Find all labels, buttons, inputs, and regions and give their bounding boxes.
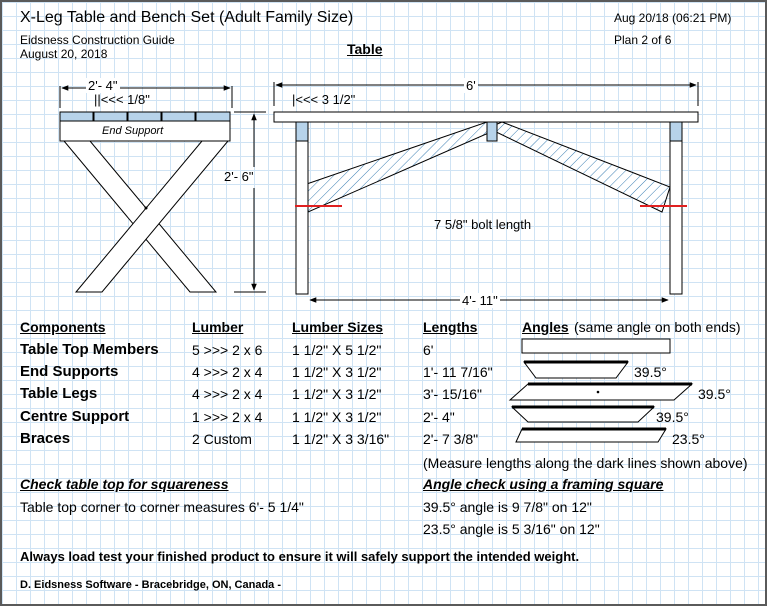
- end-support-label: End Support: [102, 125, 164, 137]
- left-leg: [295, 121, 309, 295]
- timestamp: Aug 20/18 (06:21 PM): [614, 11, 732, 25]
- row-angle: 39.5°: [698, 386, 731, 402]
- row-name: End Supports: [20, 363, 119, 380]
- row-angle: 39.5°: [656, 409, 689, 425]
- angles-note: (same angle on both ends): [574, 319, 741, 335]
- end-width-label: 2'- 4": [86, 78, 120, 93]
- framing-title: Angle check using a framing square: [423, 476, 664, 492]
- end-gap-label: ||<<< 1/8": [94, 92, 150, 107]
- row-size: 1 1/2" X 3 1/2": [292, 386, 382, 402]
- row-name: Braces: [20, 430, 71, 447]
- header-lumber-sizes: Lumber Sizes: [292, 319, 384, 335]
- angle-shape-table-leg: [508, 383, 694, 401]
- left-brace: [297, 121, 502, 213]
- centre-support-section: [486, 121, 498, 142]
- header-lengths: Lengths: [423, 319, 478, 335]
- row-angle: 39.5°: [634, 364, 667, 380]
- angle-shape-centre-support: [510, 406, 656, 423]
- squareness-title: Check table top for squareness: [20, 476, 229, 492]
- end-top-board: [127, 111, 162, 122]
- squareness-text: Table top corner to corner measures 6'- …: [20, 499, 304, 515]
- angle-shape-brace: [515, 428, 667, 443]
- row-lumber: 2 Custom: [192, 431, 252, 447]
- header-angles: Angles: [522, 319, 569, 335]
- header-lumber: Lumber: [192, 319, 244, 335]
- row-lumber: 1 >>> 2 x 4: [192, 409, 263, 425]
- row-length: 2'- 4": [423, 409, 455, 425]
- height-label: 2'- 6": [224, 169, 254, 184]
- end-top-board: [195, 111, 231, 122]
- plan-number: Plan 2 of 6: [614, 33, 672, 47]
- angle-shape-top-member: [521, 338, 671, 354]
- row-size: 1 1/2" X 3 3/16": [292, 431, 390, 447]
- row-size: 1 1/2" X 5 1/2": [292, 342, 382, 358]
- section-title: Table: [347, 41, 383, 57]
- row-length: 3'- 15/16": [423, 386, 483, 402]
- page-title: X-Leg Table and Bench Set (Adult Family …: [20, 9, 354, 26]
- row-name: Table Top Members: [20, 341, 159, 358]
- end-view: [59, 85, 266, 293]
- end-bolt-dot: [144, 206, 148, 210]
- framing-line-1: 39.5° angle is 9 7/8" on 12": [423, 499, 592, 515]
- row-lumber: 4 >>> 2 x 4: [192, 364, 263, 380]
- row-length: 1'- 11 7/16": [423, 364, 493, 380]
- angle-diagrams: [508, 338, 694, 443]
- end-top-board: [59, 111, 94, 122]
- top-length-label: 6': [464, 78, 478, 93]
- row-angle: 23.5°: [672, 431, 705, 447]
- leg-right-to-left: [74, 140, 230, 293]
- end-support-board: [59, 120, 231, 142]
- guide-name: Eidsness Construction Guide: [20, 33, 175, 47]
- leg-span-label: 4'- 11": [460, 293, 500, 308]
- row-lumber: 5 >>> 2 x 6: [192, 342, 263, 358]
- row-name: Centre Support: [20, 408, 130, 425]
- header-components: Components: [20, 319, 106, 335]
- measure-note: (Measure lengths along the dark lines sh…: [423, 455, 748, 471]
- row-size: 1 1/2" X 3 1/2": [292, 364, 382, 380]
- right-brace: [486, 121, 671, 213]
- side-view: [273, 82, 699, 303]
- load-test-warning: Always load test your finished product t…: [20, 549, 580, 564]
- row-length: 2'- 7 3/8": [423, 431, 479, 447]
- framing-line-2: 23.5° angle is 5 3/16" on 12": [423, 521, 600, 537]
- angle-shape-end-support: [523, 361, 629, 379]
- row-lumber: 4 >>> 2 x 4: [192, 386, 263, 402]
- footer-credit: D. Eidsness Software - Bracebridge, ON, …: [20, 579, 282, 591]
- end-top-board: [161, 111, 196, 122]
- side-table-top: [273, 111, 699, 123]
- right-leg: [669, 121, 683, 295]
- row-size: 1 1/2" X 3 1/2": [292, 409, 382, 425]
- guide-date: August 20, 2018: [20, 47, 108, 61]
- end-top-board: [93, 111, 128, 122]
- row-length: 6': [423, 342, 434, 358]
- row-name: Table Legs: [20, 385, 98, 402]
- top-overhang-label: |<<< 3 1/2": [292, 92, 356, 107]
- bolt-length-label: 7 5/8" bolt length: [434, 217, 532, 232]
